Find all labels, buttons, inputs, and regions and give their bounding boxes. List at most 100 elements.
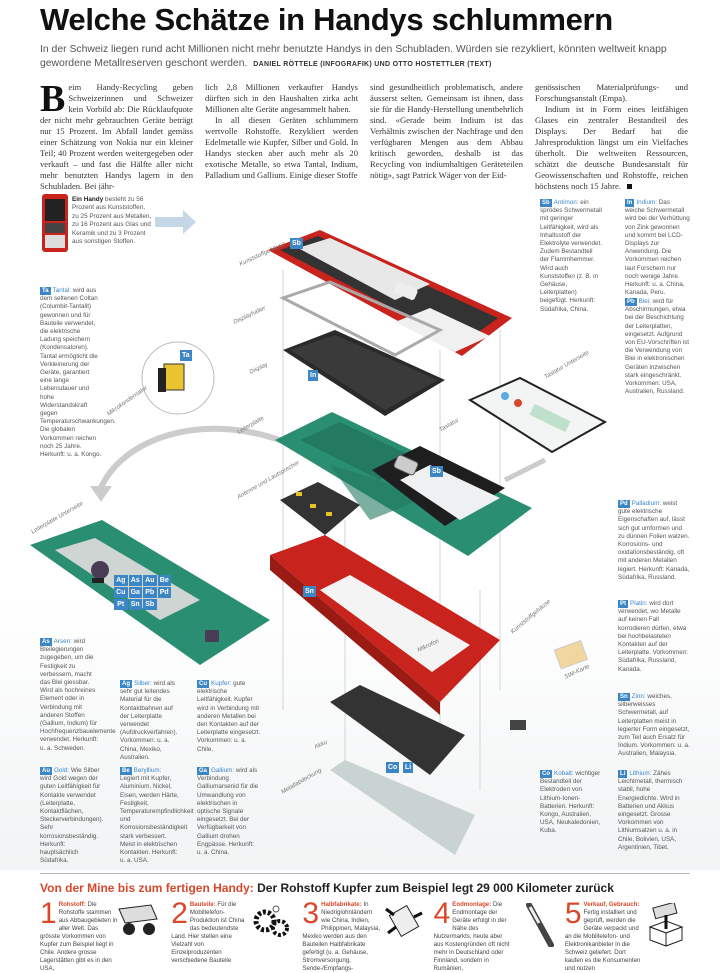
- element-name: Platin:: [630, 600, 648, 607]
- element-tag-ag: Ag: [114, 575, 128, 586]
- curved-arrow: [97, 425, 287, 492]
- element-name: Indium:: [636, 199, 657, 206]
- step-heading: Bauteile:: [189, 901, 216, 908]
- element-symbol: Sb: [540, 199, 552, 208]
- back-housing: [270, 535, 500, 715]
- element-symbol: In: [625, 199, 635, 208]
- infographic: Ein Handy besteht zu 56 Prozent aus Kuns…: [0, 190, 720, 870]
- step-icon: [252, 903, 292, 942]
- element-name: Beryllium:: [133, 767, 162, 774]
- element-name: Antimon:: [553, 199, 579, 206]
- metal-cover: [330, 760, 475, 855]
- element-description: Legiert mit Kupfer, Aluminium, Nickel, E…: [120, 775, 194, 865]
- element-name: Silber:: [134, 680, 152, 687]
- article-column-3: sind gesundheitlich problematisch, ander…: [370, 82, 523, 192]
- element-symbol: Ag: [120, 680, 132, 689]
- step-number: 1: [40, 897, 57, 930]
- element-name: Gallium:: [211, 767, 235, 774]
- antenna-speaker: [280, 482, 360, 535]
- element-description: wird als sehr gut leitendes Material für…: [120, 680, 178, 761]
- element-name: Zinn:: [631, 693, 646, 700]
- sim-card: [553, 639, 589, 670]
- element-symbol: Li: [618, 770, 628, 779]
- element-tag-sb: Sb: [290, 238, 303, 249]
- supply-chain-heading: Von der Mine bis zum fertigen Handy: Der…: [40, 881, 690, 895]
- element-description: ein sprödes Schwermetall mit geringer Le…: [540, 199, 602, 313]
- element-symbol: Ta: [40, 287, 51, 296]
- display: [283, 330, 445, 416]
- intro: In der Schweiz liegen rund acht Millione…: [40, 43, 690, 71]
- end-mark: [626, 184, 632, 189]
- exploded-phone-illustration: [30, 194, 608, 855]
- element-description: Wie Silber wird Gold wegen der guten Lei…: [40, 767, 104, 865]
- element-tag-sb: Sb: [143, 599, 157, 610]
- article-text: eim Handy-Recycling geben Schweizerinnen…: [40, 82, 193, 191]
- element-tag-li: Li: [403, 762, 414, 773]
- capacitor-detail: [141, 341, 215, 415]
- element-symbol: As: [40, 638, 52, 647]
- article-column-2: lich 2,8 Millionen verkaufter Handys dür…: [205, 82, 358, 192]
- element-name: Arsen:: [53, 638, 72, 645]
- keypad: [372, 446, 505, 526]
- heading-black: Der Rohstoff Kupfer zum Beispiel legt 29…: [257, 881, 614, 895]
- element-symbol: Pb: [625, 298, 637, 307]
- phone-thumbnail: [42, 194, 68, 252]
- element-tag-cu: Cu: [114, 587, 128, 598]
- handy-composition-note: Ein Handy besteht zu 56 Prozent aus Kuns…: [72, 196, 152, 246]
- supply-chain-strip: Von der Mine bis zum fertigen Handy: Der…: [40, 873, 690, 972]
- page-title: Welche Schätze in Handys schlummern: [40, 2, 613, 37]
- element-description: gute elektrische Leitfähigkeit. Kupfer w…: [197, 680, 261, 753]
- article-paragraph: In all diesen Geräten schlummern wertvol…: [205, 115, 358, 180]
- package-icon: [648, 901, 684, 947]
- article-paragraph: Indium ist in Form eines leitfähigen Gla…: [535, 104, 688, 191]
- step-icon: [646, 901, 686, 950]
- screwdriver-icon: [525, 902, 554, 948]
- step-icon: [117, 903, 161, 940]
- phone-parts-icon: [384, 904, 423, 938]
- element-symbol: Co: [540, 770, 552, 779]
- element-symbol: Au: [40, 767, 52, 776]
- intro-text: In der Schweiz liegen rund acht Millione…: [40, 44, 667, 69]
- element-tag-pd: Pd: [157, 587, 171, 598]
- element-name: Blei:: [638, 298, 651, 305]
- element-description: wird dort verwendet, wo Metalle auf kein…: [618, 600, 689, 673]
- handy-note-bold: Ein Handy: [72, 196, 104, 203]
- byline: DANIEL RÖTTELE (INFOGRAFIK) UND OTTO HOS…: [253, 60, 492, 68]
- element-description: Zähes Leichtmetall, thermisch stabil, ho…: [618, 770, 683, 851]
- article-paragraph: sind gesundheitlich problematisch, ander…: [370, 82, 523, 180]
- handy-note-text: besteht zu 56 Prozent aus Kunststoffen, …: [72, 196, 152, 246]
- element-description: wird für Abschirmungen, etwa bei der Bes…: [625, 298, 690, 396]
- battery: [330, 685, 465, 775]
- element-tag-pb: Pb: [143, 587, 157, 598]
- step-number: 5: [564, 897, 582, 930]
- element-tag-sn: Sn: [303, 586, 316, 597]
- drop-cap: B: [40, 78, 66, 120]
- element-tag-in: In: [308, 370, 319, 381]
- element-name: Kupfer:: [211, 680, 232, 687]
- element-description: wird Bleilegierungen zugegeben, um die F…: [40, 638, 116, 752]
- article-column-4: genössischen Materialprüfungs- und Forsc…: [535, 82, 688, 192]
- element-description: weiches, silberweisses Schwermetall, auf…: [618, 693, 690, 758]
- element-name: Kobalt:: [554, 770, 574, 777]
- display-holder: [279, 280, 444, 357]
- element-tag-be: Be: [157, 575, 171, 586]
- element-description: wichtiger Bestandteil der Elektroden von…: [540, 770, 601, 835]
